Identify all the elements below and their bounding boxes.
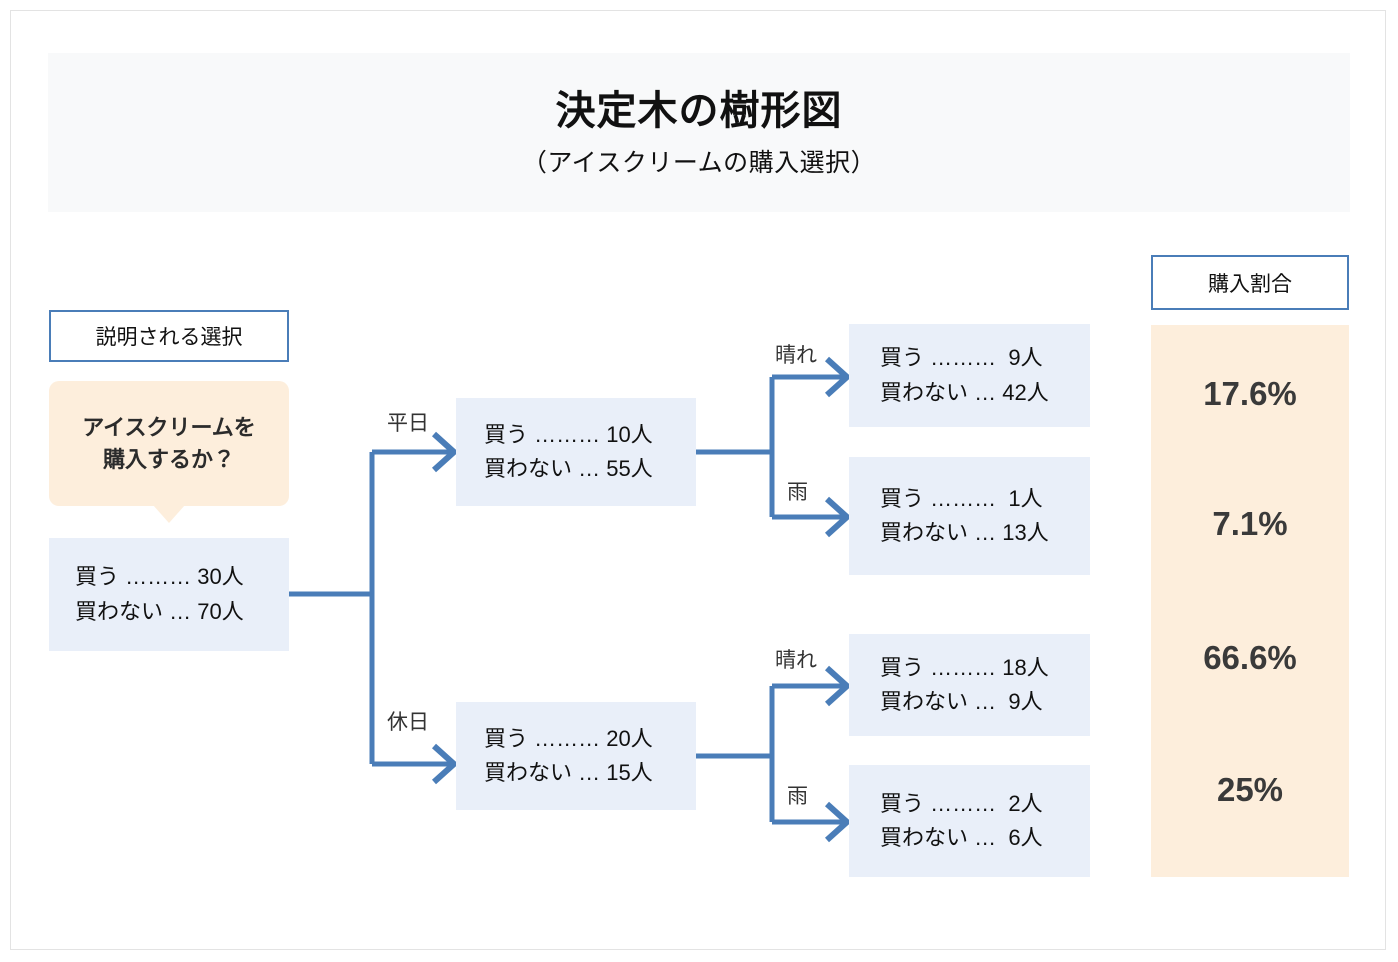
edge-label-weekday-rain: 雨: [787, 481, 808, 504]
arrowhead-hd-rain: [824, 801, 852, 843]
node-holiday-rain: 買う ……… 2人 買わない … 6人: [849, 765, 1090, 877]
node-holiday-sunny-not-buy: 買わない … 9人: [880, 689, 1043, 714]
ratio-holiday-rain: 25%: [1216, 771, 1284, 808]
node-root-buy: 買う ……… 30人: [75, 564, 244, 590]
page-title: 決定木の樹形図: [555, 88, 843, 133]
node-weekday-not-buy: 買わない … 55人: [484, 456, 653, 481]
explained-choice-label: 説明される選択: [49, 310, 289, 362]
callout-tail-icon: [153, 505, 185, 523]
ratio-weekday-sunny: 17.6%: [1203, 375, 1297, 412]
edge-label-holiday-sunny: 晴れ: [775, 649, 817, 672]
node-weekday-sunny-not-buy: 買わない … 42人: [880, 379, 1049, 405]
ratio-column: 17.6% 7.1% 66.6% 25%: [1151, 325, 1349, 877]
root-question-callout: アイスクリームを 購入するか？: [49, 381, 289, 523]
node-holiday-rain-not-buy: 買わない … 6人: [880, 825, 1043, 850]
edge-label-holiday: 休日: [387, 711, 429, 734]
arrowhead-hd-sunny: [824, 665, 852, 707]
arrowhead-wd-sunny: [824, 356, 852, 398]
edge-label-weekday-sunny: 晴れ: [775, 344, 817, 367]
node-holiday-sunny: 買う ……… 18人 買わない … 9人: [849, 634, 1090, 736]
node-holiday-rain-buy: 買う ……… 2人: [880, 790, 1043, 816]
ratio-holiday-sunny: 66.6%: [1203, 639, 1297, 676]
ratio-column-header: 購入割合: [1151, 255, 1349, 310]
page-subtitle: （アイスクリームの購入選択）: [521, 148, 877, 177]
edge-label-weekday: 平日: [387, 412, 429, 435]
node-weekday-rain-not-buy: 買わない … 13人: [880, 520, 1049, 545]
node-weekday-rain: 買う ……… 1人 買わない … 13人: [849, 457, 1090, 575]
node-weekday-buy: 買う ……… 10人: [484, 421, 653, 447]
node-root: 買う ……… 30人 買わない … 70人: [49, 538, 289, 651]
node-holiday-sunny-buy: 買う ……… 18人: [880, 654, 1049, 680]
node-root-not-buy: 買わない … 70人: [75, 598, 244, 624]
node-holiday: 買う ……… 20人 買わない … 15人: [456, 702, 696, 810]
node-weekday-rain-buy: 買う ……… 1人: [880, 485, 1043, 511]
diagram-header: 決定木の樹形図 （アイスクリームの購入選択）: [48, 53, 1350, 212]
node-holiday-not-buy: 買わない … 15人: [484, 760, 653, 785]
node-weekday-sunny-buy: 買う ……… 9人: [880, 345, 1043, 371]
edge-label-holiday-rain: 雨: [787, 785, 808, 808]
node-weekday: 買う ……… 10人 買わない … 55人: [456, 398, 696, 506]
arrowhead-wd-rain: [824, 496, 852, 538]
node-weekday-sunny: 買う ……… 9人 買わない … 42人: [849, 324, 1090, 427]
arrowhead-weekday: [431, 431, 459, 473]
node-holiday-buy: 買う ……… 20人: [484, 725, 653, 751]
root-question-text: アイスクリームを 購入するか？: [82, 414, 256, 472]
ratio-weekday-rain: 7.1%: [1212, 505, 1288, 542]
arrowhead-holiday: [431, 743, 459, 785]
